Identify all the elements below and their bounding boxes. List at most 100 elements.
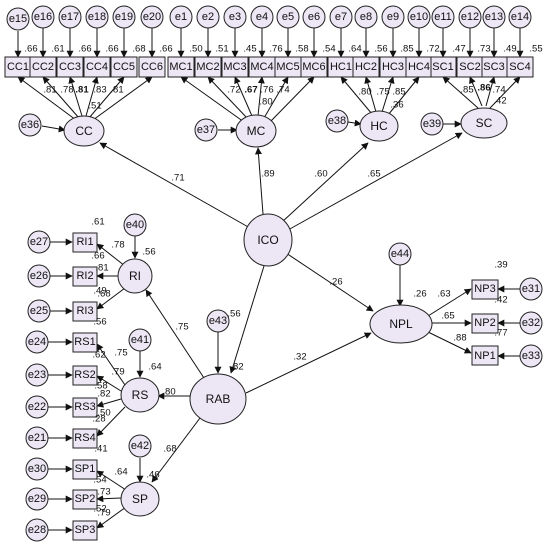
indicator-cc5 (110, 56, 138, 78)
coef-label: .42 (494, 295, 507, 306)
latent-hc (359, 110, 399, 142)
coef-label: .71 (171, 173, 184, 184)
error-e22 (25, 395, 49, 419)
edge-sc-sc1 (442, 76, 479, 109)
error-label: e4 (256, 11, 268, 23)
error-label: e20 (143, 11, 161, 23)
latent-rab (189, 373, 247, 425)
error-e17 (58, 5, 82, 29)
error-label: e24 (28, 336, 46, 348)
error-label: e32 (522, 317, 540, 329)
edge-rs-rs4 (96, 406, 126, 437)
coef-label: .65 (441, 311, 454, 322)
error-e25 (27, 299, 51, 323)
latent-label: CC (75, 124, 93, 138)
error-e14 (508, 5, 532, 29)
indicator-label: RI3 (76, 305, 93, 317)
coef-label: .56 (374, 44, 387, 55)
edge-cc-cc6 (92, 76, 153, 121)
coef-label: .67 (244, 85, 257, 96)
edge-rab-npl (245, 332, 372, 394)
indicator-label: HC4 (408, 61, 430, 73)
indicator-sp3 (72, 520, 98, 541)
coef-label: .81 (110, 85, 123, 96)
error-e6 (302, 5, 326, 29)
indicator-label: CC4 (86, 61, 108, 73)
coef-label: .54 (93, 475, 106, 486)
coef-label: .64 (348, 44, 361, 55)
error-label: e5 (282, 11, 294, 23)
indicator-np3 (471, 279, 499, 300)
error-e16 (31, 5, 55, 29)
error-e5 (276, 5, 300, 29)
error-e29 (25, 487, 49, 511)
coef-label: .80 (358, 87, 371, 98)
indicator-rs4 (72, 428, 98, 449)
coef-label: .76 (260, 85, 273, 96)
error-e1 (169, 5, 193, 29)
edge-ico-mc (254, 147, 264, 215)
error-label: e8 (360, 11, 372, 23)
error-label: e23 (28, 369, 46, 381)
latent-label: NPL (389, 317, 413, 331)
edge-ri-ri1 (96, 243, 126, 267)
error-label: e13 (485, 11, 503, 23)
indicator-hc2 (352, 56, 380, 78)
indicator-ri2 (72, 266, 98, 287)
edge-sp-sp2 (96, 495, 122, 503)
error-e27 (27, 230, 51, 254)
coef-label: .64 (148, 362, 161, 373)
edge-ico-hc (281, 142, 369, 223)
error-e37 (194, 118, 218, 142)
structural-labels: .71 .89 .60 .65 .26 .56 .82 .75 .80 .68 … (162, 169, 426, 455)
indicator-cc6 (138, 56, 166, 78)
error-e20 (140, 5, 164, 29)
indicator-ri3 (72, 301, 98, 322)
latent-label: MC (247, 124, 266, 138)
indicator-label: NP2 (474, 317, 495, 329)
indicator-np1 (471, 345, 499, 366)
edge-mc-mc6 (269, 76, 315, 123)
edge-cc-cc3 (68, 76, 83, 117)
coef-label: .74 (276, 85, 289, 96)
coef-label: .75 (175, 322, 188, 333)
coef-label: .75 (114, 348, 127, 359)
coef-label: .51 (88, 101, 101, 112)
error-e15 (6, 7, 30, 31)
indicator-label: SP2 (75, 493, 96, 505)
top-loading-labels: .81 .78 .81 .83 .81 .51 .72 .67 .76 .74 … (43, 83, 506, 112)
coef-label: .61 (91, 217, 104, 228)
edge-npl-np1 (427, 331, 472, 354)
coef-label: .66 (159, 44, 172, 55)
indicator-label: MC6 (302, 61, 325, 73)
error-label: e18 (88, 11, 106, 23)
indicator-label: MC2 (196, 61, 219, 73)
coef-label: .76 (269, 44, 282, 55)
indicator-label: RS2 (74, 369, 95, 381)
error-e12 (458, 5, 482, 29)
coef-label: .55 (529, 44, 542, 55)
error-label: e41 (131, 334, 149, 346)
top-errors: e15 e16 e17 e18 e19 e20 e1 e2 e3 e4 e5 e… (6, 5, 532, 31)
error-label: e33 (522, 350, 540, 362)
latent-sp (120, 481, 160, 517)
edge-hc-hc1 (340, 76, 373, 115)
error-label: e17 (61, 11, 79, 23)
indicator-label: HC2 (355, 61, 377, 73)
error-label: e6 (308, 11, 320, 23)
coef-label: .75 (376, 87, 389, 98)
indicator-sp1 (72, 459, 98, 480)
error-e3 (223, 5, 247, 29)
coef-label: .56 (227, 309, 240, 320)
coef-label: .85 (392, 87, 405, 98)
edge-rab-sp (151, 417, 201, 483)
error-label: e7 (335, 11, 347, 23)
edge-mc-mc5 (263, 76, 289, 119)
indicator-label: MC4 (250, 61, 273, 73)
error-e42 (128, 434, 152, 458)
coef-label: .26 (413, 289, 426, 300)
coef-label: .26 (329, 277, 342, 288)
edge-hc-hc4 (387, 76, 420, 116)
